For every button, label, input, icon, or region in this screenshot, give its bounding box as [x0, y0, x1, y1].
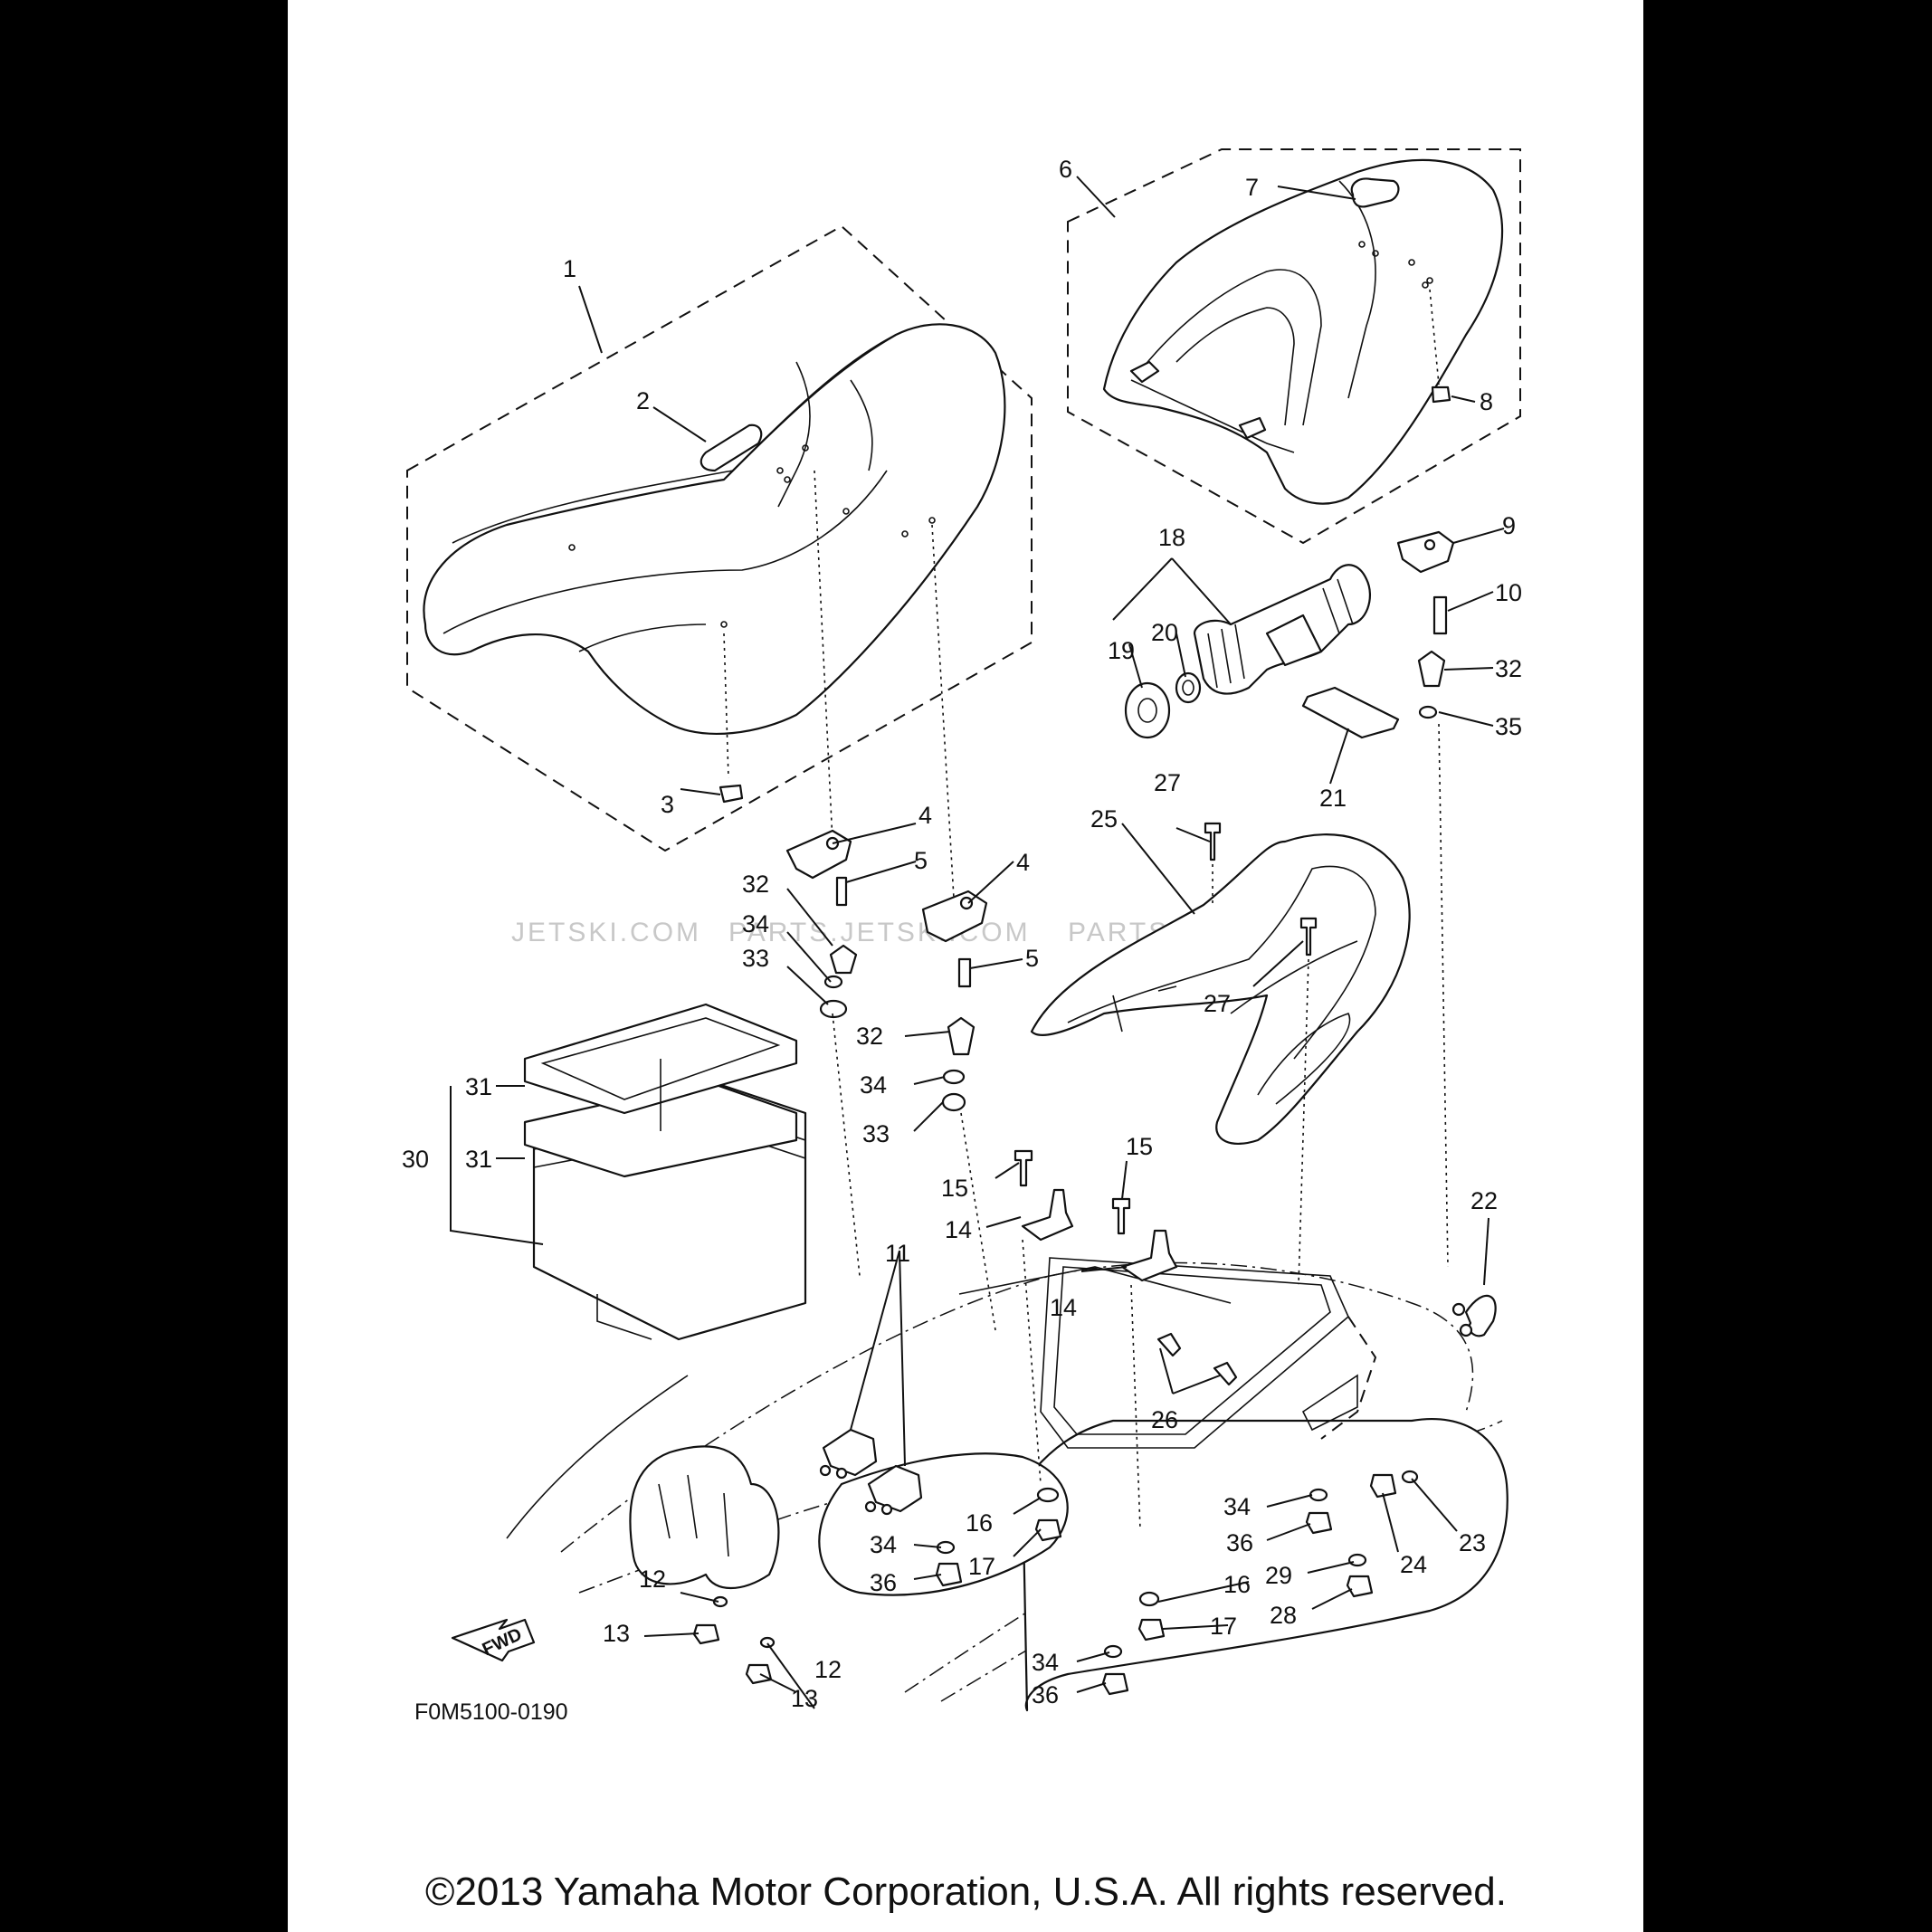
callout-4a: 4 — [918, 802, 932, 829]
callout-35: 35 — [1495, 713, 1522, 740]
callout-17a: 17 — [968, 1553, 995, 1580]
callout-30: 30 — [402, 1146, 429, 1173]
callout-25: 25 — [1090, 805, 1118, 833]
seat-1-holes — [568, 444, 936, 628]
bolt-15b — [1111, 1197, 1131, 1235]
callout-33b: 33 — [862, 1120, 890, 1147]
callout-31b: 31 — [465, 1146, 492, 1173]
bolt-27b — [1299, 917, 1318, 956]
callout-16a: 16 — [966, 1509, 993, 1537]
callout-23: 23 — [1459, 1529, 1486, 1556]
callout-8: 8 — [1480, 388, 1493, 415]
callout-13b: 13 — [791, 1685, 818, 1712]
callout-26: 26 — [1151, 1406, 1178, 1433]
hatch-opening — [1040, 1257, 1377, 1449]
seat-6-group-outline — [1067, 148, 1521, 545]
callout-29: 29 — [1265, 1562, 1292, 1589]
callout-12b: 12 — [814, 1656, 842, 1683]
callout-24: 24 — [1400, 1551, 1427, 1578]
fasteners-lower — [692, 1470, 1419, 1696]
bracket-14b — [1120, 1229, 1178, 1282]
callout-32a: 32 — [742, 871, 769, 898]
callout-28: 28 — [1270, 1602, 1297, 1629]
callout-34e: 34 — [1223, 1493, 1251, 1520]
copyright-notice: ©2013 Yamaha Motor Corporation, U.S.A. A… — [425, 1870, 1507, 1914]
bracket-14a — [1021, 1188, 1074, 1242]
drawing-code: F0M5100-0190 — [414, 1699, 568, 1725]
callout-14b: 14 — [1050, 1294, 1077, 1321]
callout-36a: 36 — [870, 1569, 897, 1596]
callout-1: 1 — [563, 255, 576, 282]
callout-19: 19 — [1108, 637, 1135, 664]
damper-11b — [867, 1464, 923, 1513]
seat-handle-7 — [1350, 177, 1400, 208]
callout-15a: 15 — [941, 1175, 968, 1202]
callout-34b: 34 — [860, 1071, 887, 1099]
callout-12a: 12 — [639, 1566, 666, 1593]
callout-36c: 36 — [1226, 1529, 1253, 1556]
filler-hose-18 — [1193, 564, 1371, 695]
callout-33a: 33 — [742, 945, 769, 972]
seat-handle-2 — [700, 424, 763, 472]
callout-17b: 17 — [1210, 1613, 1237, 1640]
callout-27b: 27 — [1204, 990, 1231, 1017]
callout-11: 11 — [885, 1240, 910, 1267]
rear-seat-assembly — [423, 323, 1006, 736]
callout-32b: 32 — [856, 1023, 883, 1050]
front-seat-assembly — [1102, 158, 1504, 505]
screw-10 — [1432, 595, 1448, 635]
callout-31a: 31 — [465, 1073, 492, 1100]
callout-4b: 4 — [1016, 849, 1030, 876]
bolt-27a — [1204, 822, 1222, 861]
pin-32c — [1417, 650, 1446, 688]
bolt-26a — [1156, 1332, 1182, 1357]
callout-18: 18 — [1158, 524, 1185, 551]
grommet-19 — [1124, 681, 1171, 739]
callout-5a: 5 — [914, 847, 928, 874]
callout-6: 6 — [1059, 156, 1072, 183]
watermark: PARTS.JETSKI.COM — [728, 918, 1031, 947]
callout-labels: 1 2 3 6 7 8 9 10 32 35 21 18 19 20 4 5 4… — [402, 156, 1522, 1712]
callout-2: 2 — [636, 387, 650, 414]
callout-22: 22 — [1470, 1187, 1498, 1214]
watermark: JETSKI.COM — [511, 918, 701, 947]
damper-11a — [822, 1428, 878, 1477]
callout-7: 7 — [1245, 174, 1259, 201]
screw-5a — [835, 876, 848, 907]
pin-32a — [829, 944, 858, 975]
callout-9: 9 — [1502, 512, 1516, 539]
strap-21 — [1301, 686, 1400, 739]
callout-20: 20 — [1151, 619, 1178, 646]
fwd-arrow-icon: FWD — [451, 1618, 536, 1662]
seat-lock-4a — [785, 829, 852, 880]
grommet-8 — [1431, 385, 1451, 404]
pin-32b — [947, 1016, 976, 1056]
grommet-3 — [719, 784, 744, 804]
callout-34a: 34 — [742, 910, 769, 937]
bolt-26b — [1213, 1361, 1238, 1386]
callout-3: 3 — [661, 791, 674, 818]
ring-20 — [1175, 671, 1202, 704]
callout-32c: 32 — [1495, 655, 1522, 682]
callout-34d: 34 — [1032, 1649, 1059, 1676]
callout-14a: 14 — [945, 1216, 972, 1243]
callout-15b: 15 — [1126, 1133, 1153, 1160]
callout-27a: 27 — [1154, 769, 1181, 796]
callout-10: 10 — [1495, 579, 1522, 606]
callout-34c: 34 — [870, 1531, 897, 1558]
bolt-15a — [1014, 1149, 1033, 1187]
leader-lines — [450, 176, 1505, 1709]
front-hood — [629, 1445, 780, 1590]
callout-36b: 36 — [1032, 1681, 1059, 1708]
seat-lock-9 — [1396, 530, 1455, 574]
grab-handle-25 — [1030, 833, 1411, 1145]
callout-13a: 13 — [603, 1620, 630, 1647]
callout-16b: 16 — [1223, 1571, 1251, 1598]
screw-5b — [957, 957, 972, 988]
callout-5b: 5 — [1025, 945, 1039, 972]
seat-6-holes — [1358, 241, 1433, 289]
callout-21: 21 — [1319, 785, 1347, 812]
